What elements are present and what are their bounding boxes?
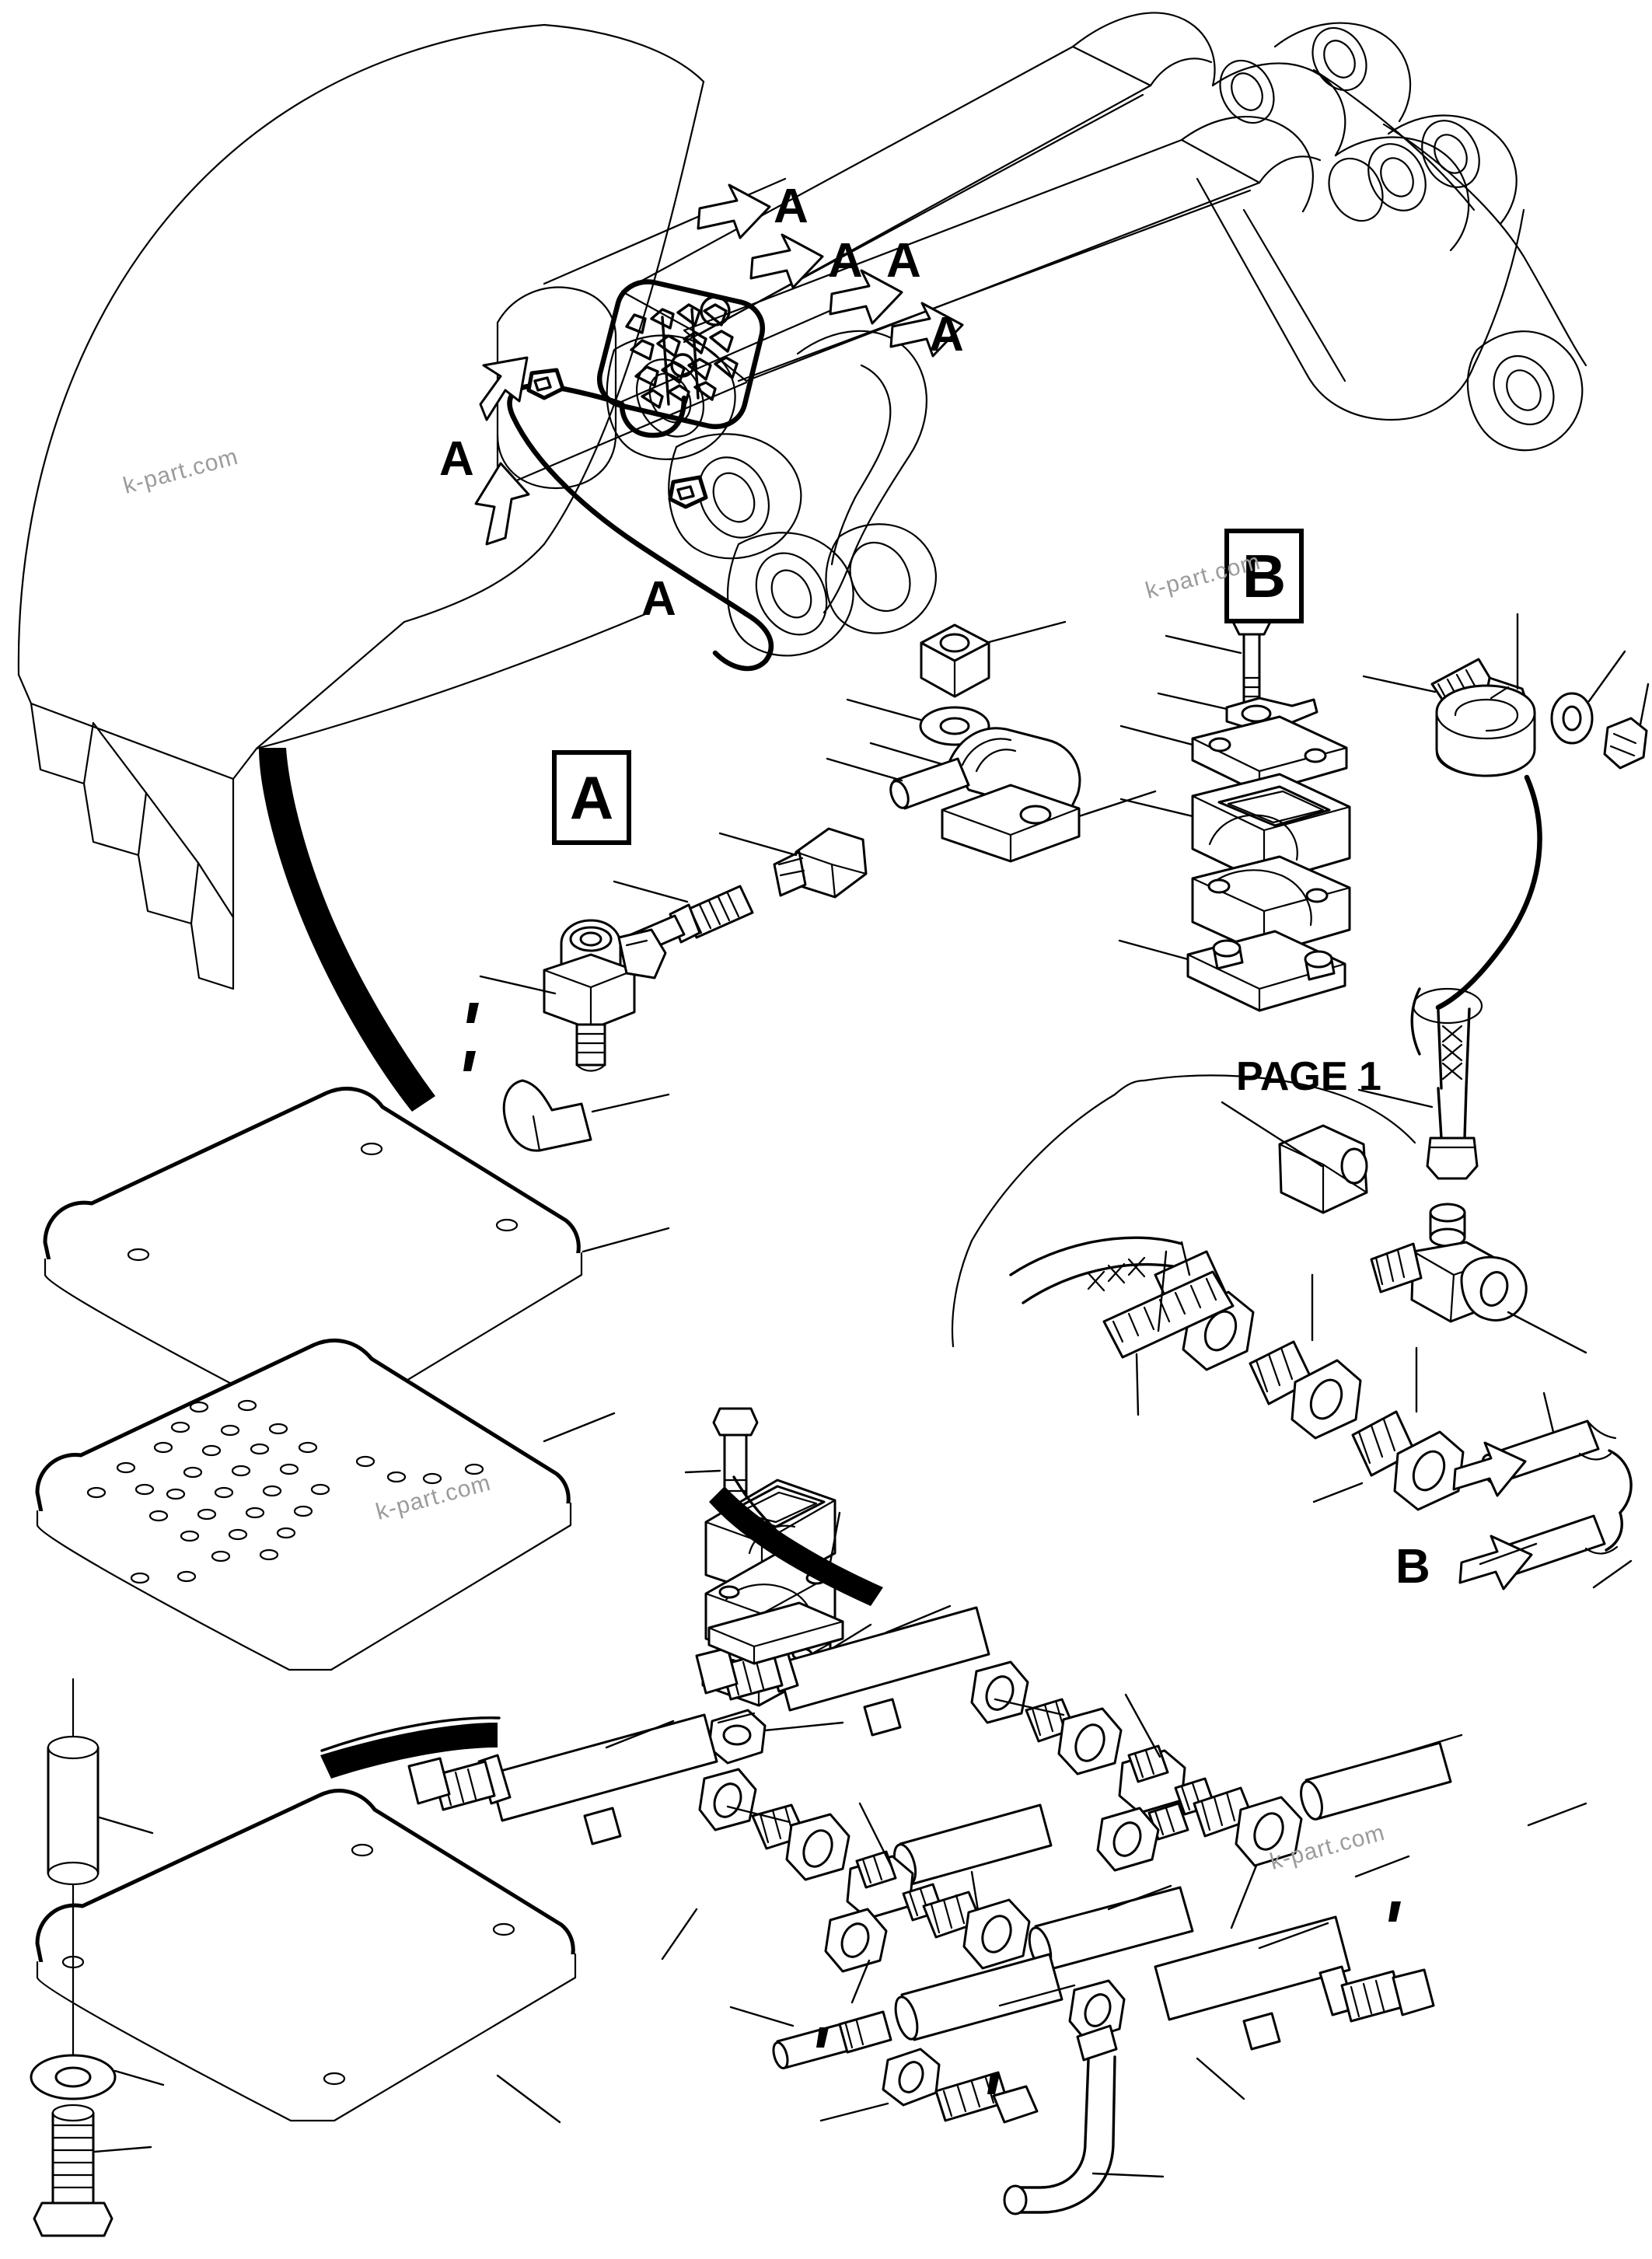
comma-marks [463,1003,1401,2094]
view-label-b-1: B [1395,1540,1430,1594]
plate-fasteners [30,1678,165,2237]
bucket-body [17,23,705,990]
view-label-a-3: A [886,234,921,288]
view-label-a-6: A [641,572,676,626]
boom-arm [620,12,1587,452]
page-reference-label: PAGE 1 [1236,1054,1381,1099]
perforations [86,1399,484,1584]
view-label-a-2: A [828,234,863,288]
plate-lower [35,1789,577,2124]
flow-arcs [320,1074,1416,1779]
detail-box-a: A [552,750,631,845]
plate-perforated [35,1338,616,1671]
view-label-a-4: A [929,308,964,361]
leaders-extra [661,1250,1633,2100]
view-label-a-1: A [774,180,809,233]
view-arrows [474,183,964,546]
view-label-a-5: A [439,432,474,486]
detail-a-parts [479,620,1157,1152]
plate-upper [43,1086,670,1421]
detail-box-b: B [1224,529,1304,623]
tube-network [407,1601,1463,2215]
page1-fitting [1221,1101,1587,1354]
arm-linkage [496,177,937,657]
right-hose-assembly [1009,1236,1633,1590]
detail-b-parts [1118,608,1650,1180]
